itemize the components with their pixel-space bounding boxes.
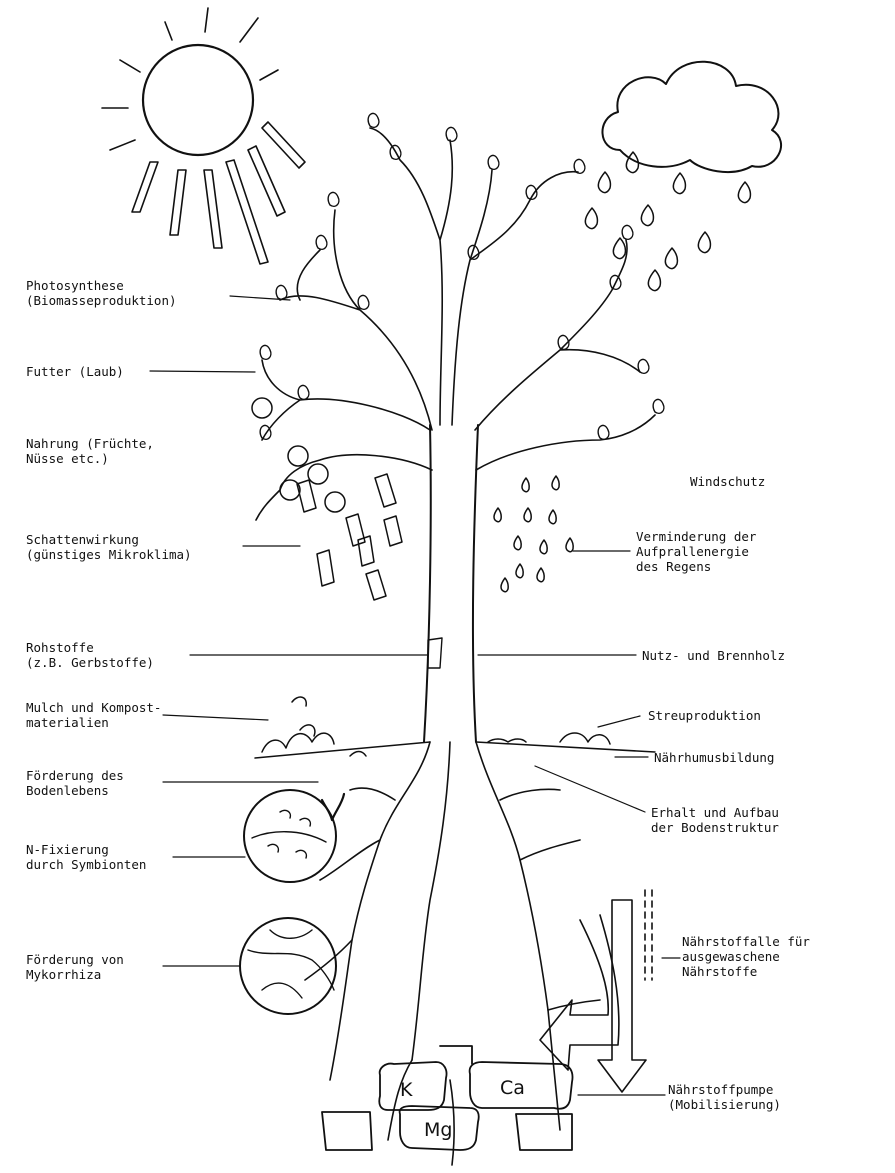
label-mykorrhiza: Förderung von Mykorrhiza [26, 952, 124, 982]
roots [305, 742, 600, 1165]
label-streuproduktion: Streuproduktion [648, 708, 761, 723]
label-photosynthese: Photosynthese (Biomasseproduktion) [26, 278, 177, 308]
label-rohstoffe: Rohstoffe (z.B. Gerbstoffe) [26, 640, 154, 670]
ground [255, 697, 655, 820]
nutrient-ca: Ca [500, 1077, 525, 1099]
label-nahrung: Nahrung (Früchte, Nüsse etc.) [26, 436, 154, 466]
mykorrhiza-magnified-circle [240, 918, 336, 1014]
nutrient-trap-arrows [540, 890, 652, 1092]
shade-patches [297, 474, 402, 600]
label-bodenleben: Förderung des Bodenlebens [26, 768, 124, 798]
litter-pile [488, 733, 610, 744]
label-windschutz: Windschutz [690, 474, 765, 489]
leader-lines [150, 296, 680, 1095]
mulch-pile [262, 697, 366, 756]
label-bodenstruktur: Erhalt und Aufbau der Bodenstruktur [651, 805, 779, 835]
tree-trunk [424, 425, 478, 742]
nutrient-mg: Mg [424, 1119, 452, 1141]
label-naehrhumusbildung: Nährhumusbildung [654, 750, 774, 765]
fruits [252, 398, 345, 512]
label-aufprallenergie: Verminderung der Aufprallenergie des Reg… [636, 529, 756, 574]
label-futter: Futter (Laub) [26, 364, 124, 379]
label-naehrstoffpumpe: Nährstoffpumpe (Mobilisierung) [668, 1082, 781, 1112]
label-n-fixierung: N-Fixierung durch Symbionten [26, 842, 146, 872]
sun-icon [102, 8, 305, 264]
nfixation-magnified-circle [244, 790, 336, 882]
label-mulch: Mulch und Kompost- materialien [26, 700, 161, 730]
leaves [260, 113, 664, 439]
nutrient-k: K [400, 1079, 413, 1101]
label-nutzholz: Nutz- und Brennholz [642, 648, 785, 663]
tree [252, 113, 664, 742]
bark-mark [428, 638, 442, 668]
cloud-icon [602, 62, 781, 172]
label-schattenwirkung: Schattenwirkung (günstiges Mikroklima) [26, 532, 192, 562]
tree-branches [256, 128, 655, 520]
rain-drops [494, 152, 750, 592]
label-naehrstofffalle: Nährstoffalle für ausgewaschene Nährstof… [682, 934, 810, 979]
